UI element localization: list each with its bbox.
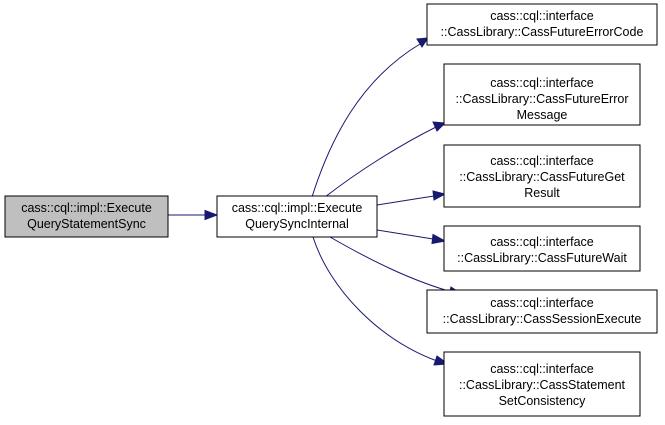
node-label-line: Result [524,186,560,200]
edge-internal-to-get-result [376,195,435,206]
edge-internal-to-wait-arrowhead [431,233,447,245]
node-label-line: cass::cql::interface [490,9,594,23]
edge-internal-to-error-code [311,43,421,198]
edge-internal-to-error-message [324,126,437,198]
node-label-line: cass::cql::interface [490,235,594,249]
node-cass-future-wait[interactable]: cass::cql::interface ::CassLibrary::Cass… [443,225,641,272]
node-label-line: ::CassLibrary::CassFutureError [456,92,629,106]
node-cass-session-execute[interactable]: cass::cql::interface ::CassLibrary::Cass… [426,289,658,334]
edge-internal-to-error-message-arrowhead [432,121,447,132]
edges [168,37,465,366]
node-cass-future-error-code[interactable]: cass::cql::interface ::CassLibrary::Cass… [426,3,658,46]
node-cass-future-error-message[interactable]: cass::cql::interface ::CassLibrary::Cass… [443,63,641,126]
node-label-line: cass::cql::interface [490,76,594,90]
edge-internal-to-session-execute [329,236,453,293]
node-label-line: QueryStatementSync [27,217,146,231]
edge-internal-to-wait [376,229,434,240]
node-label-line: cass::cql::interface [490,362,594,376]
edge-internal-to-error-code-arrowhead [416,37,429,48]
edge-internal-to-statement-consistency [312,236,438,362]
node-cass-future-get-result[interactable]: cass::cql::interface ::CassLibrary::Cass… [443,144,641,208]
node-label-line: cass::cql::interface [490,296,594,310]
node-execute-query-statement-sync[interactable]: cass::cql::impl::Execute QueryStatementS… [4,195,169,238]
node-cass-statement-set-consistency[interactable]: cass::cql::interface ::CassLibrary::Cass… [443,351,641,417]
node-label-line: cass::cql::impl::Execute [21,201,152,215]
node-label-line: ::CassLibrary::CassStatement [459,378,626,392]
node-label-line: Message [517,108,568,122]
node-label-line: ::CassLibrary::CassSessionExecute [443,312,642,326]
node-label-line: SetConsistency [499,394,587,408]
node-label-line: QuerySyncInternal [245,217,349,231]
node-label-line: ::CassLibrary::CassFutureGet [459,170,625,184]
node-label-line: ::CassLibrary::CassFutureWait [457,251,627,265]
node-label-line: cass::cql::impl::Execute [232,201,363,215]
node-label-line: cass::cql::interface [490,154,594,168]
node-execute-query-sync-internal[interactable]: cass::cql::impl::Execute QuerySyncIntern… [216,195,378,238]
edge-sync-to-internal-arrowhead [204,209,219,221]
node-label-line: ::CassLibrary::CassFutureErrorCode [441,25,644,39]
edge-internal-to-get-result-arrowhead [432,190,447,201]
